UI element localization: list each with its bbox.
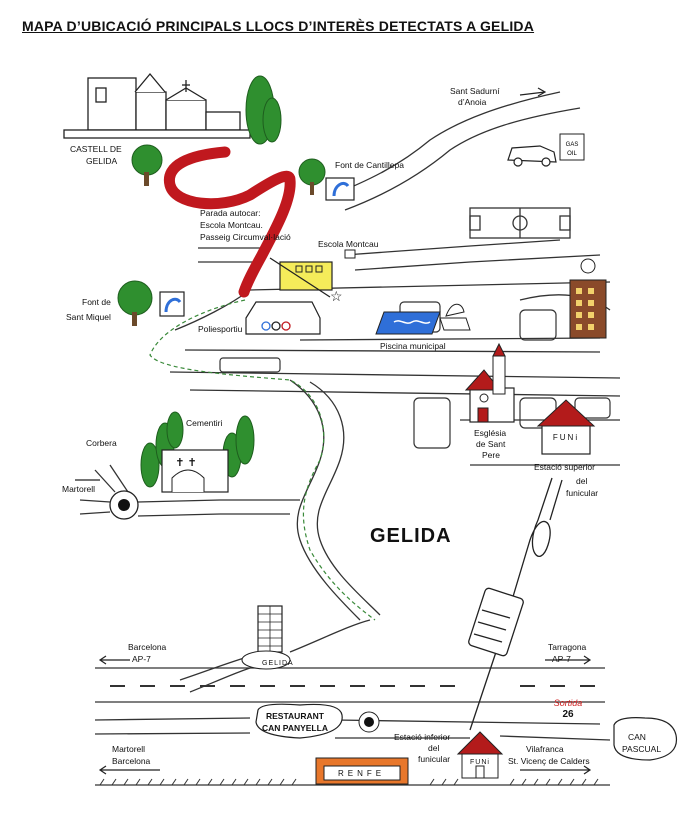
map-labels: CASTELL DE GELIDA Font de Cantillepa San… (62, 86, 661, 778)
estacio-superior-label-1: Estació superior (534, 462, 595, 472)
tarragona-ap7-label-2: AP-7 (552, 654, 571, 664)
tower-building-icon (569, 258, 607, 339)
football-field (469, 207, 571, 239)
barcelona-ap7-label-1: Barcelona (128, 642, 167, 652)
vilafranca-label-1: Vilafranca (526, 744, 564, 754)
svg-text:✝ ✝: ✝ ✝ (175, 457, 197, 469)
bus-route (163, 146, 296, 298)
parada-label-3: Passeig Circumval·lació (200, 232, 291, 242)
esglesia-label-3: Pere (482, 450, 500, 460)
escola-montcau-label: Escola Montcau (318, 239, 379, 249)
corbera-label: Corbera (86, 438, 117, 448)
castle-icon (63, 72, 251, 139)
renfe-station-icon (315, 757, 409, 785)
esglesia-label-1: Església (474, 428, 506, 438)
sports-center-icon (245, 301, 321, 335)
car-icon (507, 145, 557, 167)
esglesia-label-2: de Sant (476, 439, 506, 449)
funicular-upper-station-icon: FUNi (536, 399, 596, 455)
sant-sadurni-label-1: Sant Sadurní (450, 86, 500, 96)
tree-icons (117, 75, 326, 488)
tarragona-ap7-label-1: Tarragona (548, 642, 587, 652)
gelida-sign-label: GELIDA (262, 660, 294, 667)
barcelona-bottom-label: Barcelona (112, 756, 151, 766)
gas-station-icon: GAS OIL (559, 133, 585, 161)
roundabout-restaurant (358, 711, 380, 733)
estacio-superior-label-2: del (576, 476, 587, 486)
fountain-icon (159, 177, 355, 317)
estacio-inferior-label-1: Estació inferior (394, 732, 450, 742)
bus-stop-star-icon: ☆ (330, 288, 343, 304)
estacio-inferior-label-3: funicular (418, 754, 450, 764)
estacio-superior-label-3: funicular (566, 488, 598, 498)
pool-icon (375, 303, 471, 335)
funicular-track (468, 477, 563, 731)
church-icon (464, 342, 515, 423)
font-sant-miquel-label-1: Font de (82, 297, 111, 307)
can-pascual-label-2: PASCUAL (622, 744, 661, 754)
parada-label-1: Parada autocar: (200, 208, 260, 218)
font-sant-miquel-label-2: Sant Miquel (66, 312, 111, 322)
poliesportiu-label: Poliesportiu (198, 324, 243, 334)
castell-label-1: CASTELL DE (70, 144, 122, 154)
restaurant-label-2: CAN PANYELLA (262, 723, 328, 733)
map-title: MAPA D’UBICACIÓ PRINCIPALS LLOCS D’INTER… (22, 18, 535, 34)
gelida-tower-icon (241, 605, 291, 670)
martorell-label: Martorell (62, 484, 95, 494)
martorell-bottom-label: Martorell (112, 744, 145, 754)
roundabout-west (109, 490, 139, 520)
school-icon: ☆ (269, 249, 356, 304)
piscina-label: Piscina municipal (380, 341, 446, 351)
callouts (255, 703, 678, 761)
cemetery-icon: ✝ ✝ (161, 449, 229, 493)
sortida-label: Sortida (554, 698, 583, 708)
renfe-label: RENFE (338, 769, 385, 778)
direction-arrows (75, 87, 592, 775)
can-pascual-label-1: CAN (628, 732, 646, 742)
sant-sadurni-label-2: d’Anoia (458, 97, 487, 107)
oil-label: OIL (567, 151, 577, 157)
sortida-number: 26 (562, 709, 574, 720)
walk-path (149, 299, 376, 621)
railway-ticks (99, 778, 599, 786)
funi-bottom-sign: FUNi (470, 759, 490, 766)
gas-label: GAS (566, 142, 579, 148)
road-network (79, 91, 621, 786)
estacio-inferior-label-2: del (428, 743, 439, 753)
town-name-label: GELIDA (370, 525, 452, 547)
cementiri-label: Cementiri (186, 418, 222, 428)
restaurant-label-1: RESTAURANT (266, 711, 325, 721)
vilafranca-label-2: St. Vicenç de Calders (508, 756, 590, 766)
barcelona-ap7-label-2: AP-7 (132, 654, 151, 664)
funi-sign: FUNi (553, 433, 579, 442)
font-cantillepa-label: Font de Cantillepa (335, 160, 404, 170)
funicular-lower-station-icon: FUNi (456, 731, 504, 779)
castell-label-2: GELIDA (86, 156, 118, 166)
parada-label-2: Escola Montcau. (200, 220, 263, 230)
